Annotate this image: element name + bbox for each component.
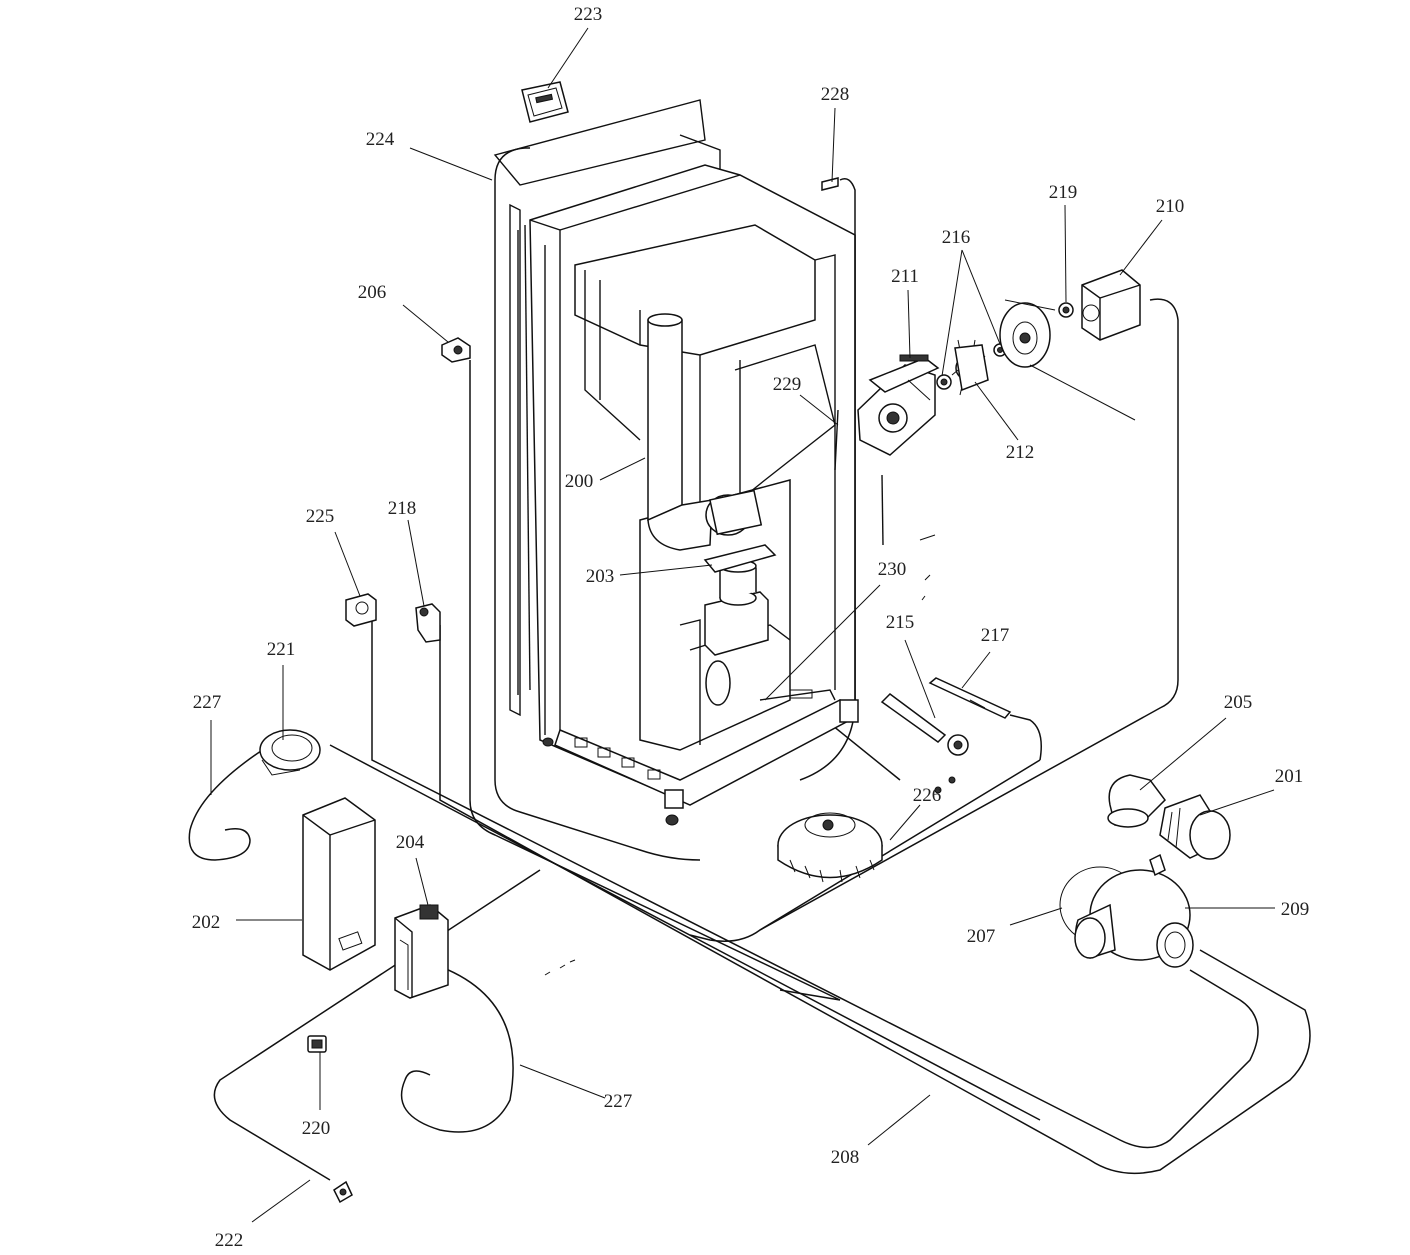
label-215: 215 bbox=[886, 612, 915, 633]
sensor-206 bbox=[441, 337, 471, 363]
label-205: 205 bbox=[1224, 692, 1253, 713]
label-202: 202 bbox=[192, 912, 221, 933]
wiring-harness bbox=[188, 147, 1311, 1181]
label-204: 204 bbox=[396, 832, 425, 853]
label-223: 223 bbox=[574, 4, 603, 25]
label-222: 222 bbox=[215, 1230, 244, 1250]
label-230: 230 bbox=[878, 559, 907, 580]
probe-217 bbox=[928, 677, 1012, 719]
gear-motor-210 bbox=[1081, 269, 1141, 341]
label-217: 217 bbox=[981, 625, 1010, 646]
label-200: 200 bbox=[565, 471, 594, 492]
label-221: 221 bbox=[267, 639, 296, 660]
label-210: 210 bbox=[1156, 196, 1185, 217]
switch-225 bbox=[345, 593, 377, 627]
control-board-204 bbox=[394, 904, 449, 999]
base-vents bbox=[574, 737, 661, 780]
bracket-228 bbox=[821, 177, 839, 191]
label-228: 228 bbox=[821, 84, 850, 105]
bearing-216 bbox=[936, 343, 1007, 390]
label-220: 220 bbox=[302, 1118, 331, 1139]
label-207: 207 bbox=[967, 926, 996, 947]
label-206: 206 bbox=[358, 282, 387, 303]
part-labels: 223 224 228 206 211 216 219 210 212 229 … bbox=[192, 4, 1310, 1251]
stove-cabinet bbox=[493, 99, 859, 826]
control-board-bracket-202 bbox=[302, 797, 376, 971]
pressure-switch-221 bbox=[259, 729, 321, 776]
label-201: 201 bbox=[1275, 766, 1304, 787]
label-209: 209 bbox=[1281, 899, 1310, 920]
display-panel-223 bbox=[521, 81, 569, 123]
igniter-215 bbox=[880, 693, 969, 756]
combustion-blower-209 bbox=[1074, 853, 1194, 968]
label-226: 226 bbox=[913, 785, 942, 806]
adapter-201 bbox=[1159, 794, 1231, 860]
label-224: 224 bbox=[366, 129, 395, 150]
auger-bracket-211 bbox=[857, 354, 940, 456]
nut-219 bbox=[1058, 302, 1074, 318]
label-208: 208 bbox=[831, 1147, 860, 1168]
label-212: 212 bbox=[1006, 442, 1035, 463]
plug-222 bbox=[333, 1180, 353, 1204]
elbow-205 bbox=[1107, 774, 1166, 828]
label-225: 225 bbox=[306, 506, 335, 527]
room-fan-226 bbox=[777, 776, 956, 883]
leader-lines bbox=[210, 27, 1275, 1223]
button-220 bbox=[307, 1035, 327, 1053]
label-219: 219 bbox=[1049, 182, 1078, 203]
label-227-top: 227 bbox=[193, 692, 222, 713]
label-203: 203 bbox=[586, 566, 615, 587]
motor-plate bbox=[999, 299, 1056, 368]
label-211: 211 bbox=[891, 266, 919, 287]
label-216: 216 bbox=[942, 227, 971, 248]
label-227-bottom: 227 bbox=[604, 1091, 633, 1112]
label-229: 229 bbox=[773, 374, 802, 395]
impeller-212 bbox=[951, 339, 989, 396]
thermostat-218 bbox=[415, 603, 441, 643]
label-218: 218 bbox=[388, 498, 417, 519]
